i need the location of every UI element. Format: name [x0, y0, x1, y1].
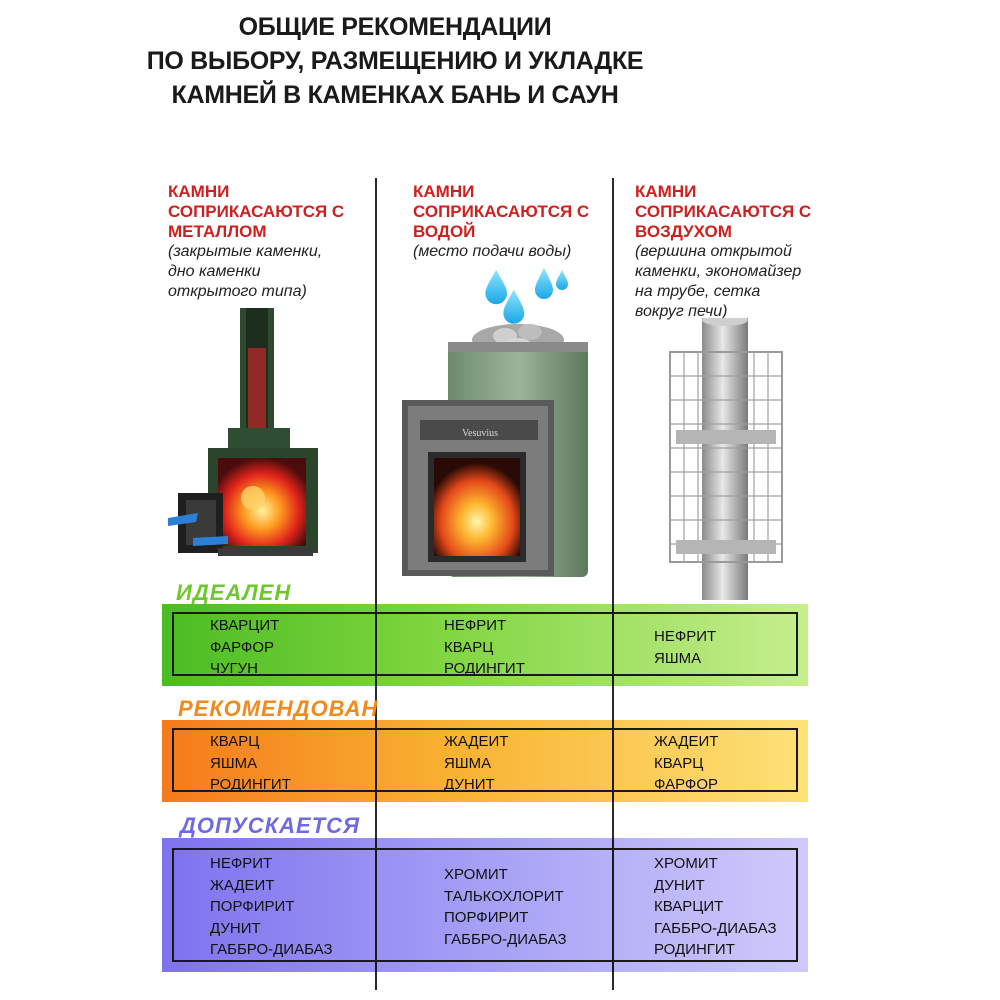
- heading-note: (место подачи воды): [413, 243, 572, 260]
- stone-name: КВАРЦИТ: [654, 898, 724, 915]
- stone-list-water: НЕФРИТ КВАРЦ РОДИНГИТ: [444, 615, 525, 680]
- heading-line: КАМНИ: [168, 182, 230, 201]
- band-separator: [375, 604, 377, 686]
- stone-name: ДУНИТ: [654, 876, 705, 894]
- stone-name: ТАЛЬКОХЛОРИТ: [444, 887, 564, 905]
- stone-name: КВАРЦ: [210, 733, 260, 750]
- closed-stove-illustration: [168, 308, 318, 556]
- stone-name: КВАРЦ: [444, 638, 494, 656]
- stone-name: ЧУГУН: [210, 660, 259, 677]
- band-separator: [612, 604, 614, 686]
- heading-note: дно каменки: [168, 263, 261, 280]
- stone-name: ХРОМИТ: [444, 866, 508, 883]
- column-divider-1: [375, 178, 377, 990]
- stone-name: ПОРФИРИТ: [444, 909, 529, 926]
- title-line-3: КАМНЕЙ В КАМЕНКАХ БАНЬ И САУН: [171, 81, 619, 109]
- stone-list-air: ЖАДЕИТ КВАРЦ ФАРФОР: [654, 731, 718, 796]
- stone-name: РОДИНГИТ: [654, 941, 735, 958]
- stone-name: ФАРФОР: [210, 638, 274, 656]
- heading-note: (вершина открытой: [635, 243, 792, 260]
- mesh-chimney-illustration: [669, 318, 783, 600]
- band-separator: [375, 720, 377, 802]
- category-label-recommended: РЕКОМЕНДОВАН: [178, 696, 379, 721]
- stone-list-metal: НЕФРИТ ЖАДЕИТ ПОРФИРИТ ДУНИТ ГАББРО-ДИАБ…: [210, 853, 333, 961]
- stone-name: НЕФРИТ: [654, 628, 717, 645]
- title-line-2: ПО ВЫБОРУ, РАЗМЕЩЕНИЮ И УКЛАДКЕ: [146, 47, 644, 75]
- band-separator: [375, 838, 377, 972]
- column-heading-air: КАМНИ СОПРИКАСАЮТСЯ С ВОЗДУХОМ (вершина …: [635, 182, 845, 322]
- category-label-ideal: ИДЕАЛЕН: [176, 580, 292, 605]
- stone-name: ЯШМА: [210, 754, 258, 772]
- stone-name: ПОРФИРИТ: [210, 898, 295, 915]
- stone-name: ЖАДЕИТ: [210, 876, 275, 894]
- stone-name: ЯШМА: [444, 754, 492, 772]
- stone-list-water: ХРОМИТ ТАЛЬКОХЛОРИТ ПОРФИРИТ ГАББРО-ДИАБ…: [444, 864, 567, 950]
- title-line-1: ОБЩИЕ РЕКОМЕНДАЦИИ: [238, 13, 552, 41]
- water-drops-icon: [485, 268, 568, 324]
- band-ideal: КВАРЦИТ ФАРФОР ЧУГУН НЕФРИТ КВАРЦ РОДИНГ…: [162, 604, 808, 686]
- stone-name: ФАРФОР: [654, 776, 718, 793]
- heading-line: СОПРИКАСАЮТСЯ С: [413, 202, 590, 221]
- stone-name: КВАРЦИТ: [210, 617, 280, 634]
- heading-line: СОПРИКАСАЮТСЯ С: [168, 202, 345, 221]
- stone-list-metal: КВАРЦ ЯШМА РОДИНГИТ: [210, 731, 291, 796]
- heading-note: вокруг печи): [635, 303, 728, 320]
- stone-name: ХРОМИТ: [654, 855, 718, 872]
- stone-list-water: ЖАДЕИТ ЯШМА ДУНИТ: [444, 731, 508, 796]
- band-frame: [172, 612, 798, 676]
- band-recommended: КВАРЦ ЯШМА РОДИНГИТ ЖАДЕИТ ЯШМА ДУНИТ ЖА…: [162, 720, 808, 802]
- heading-line: ВОЗДУХОМ: [635, 222, 732, 241]
- heading-note: на трубе, сетка: [635, 283, 761, 300]
- heading-line: СОПРИКАСАЮТСЯ С: [635, 202, 812, 221]
- band-frame: [172, 728, 798, 792]
- stone-name: ГАББРО-ДИАБАЗ: [444, 930, 567, 948]
- stone-name: ЯШМА: [654, 649, 702, 667]
- band-separator: [612, 838, 614, 972]
- heading-note: каменки, экономайзер: [635, 263, 802, 280]
- stone-name: ДУНИТ: [444, 776, 495, 793]
- band-separator: [612, 720, 614, 802]
- band-allowed: НЕФРИТ ЖАДЕИТ ПОРФИРИТ ДУНИТ ГАББРО-ДИАБ…: [162, 838, 808, 972]
- stove-brand-label: Vesuvius: [462, 428, 498, 439]
- stone-name: ЖАДЕИТ: [654, 733, 719, 750]
- heading-note: (закрытые каменки,: [168, 243, 323, 260]
- stone-list-metal: КВАРЦИТ ФАРФОР ЧУГУН: [210, 615, 279, 680]
- stone-list-air: ХРОМИТ ДУНИТ КВАРЦИТ ГАББРО-ДИАБАЗ РОДИН…: [654, 853, 777, 961]
- heading-line: ВОДОЙ: [413, 222, 476, 241]
- stone-name: РОДИНГИТ: [444, 660, 525, 677]
- heading-note: открытого типа): [168, 283, 307, 300]
- stone-stove-illustration: Vesuvius: [402, 324, 588, 577]
- heading-line: КАМНИ: [635, 182, 697, 201]
- stone-name: НЕФРИТ: [444, 617, 507, 634]
- stone-name: ГАББРО-ДИАБАЗ: [210, 941, 333, 958]
- heading-line: КАМНИ: [413, 182, 475, 201]
- category-label-allowed: ДОПУСКАЕТСЯ: [180, 813, 361, 838]
- stone-name: КВАРЦ: [654, 754, 704, 772]
- stone-name: РОДИНГИТ: [210, 776, 291, 793]
- band-frame: [172, 848, 798, 962]
- column-divider-2: [612, 178, 614, 990]
- heading-line: МЕТАЛЛОМ: [168, 222, 267, 241]
- stone-list-air: НЕФРИТ ЯШМА: [654, 626, 716, 669]
- column-heading-metal: КАМНИ СОПРИКАСАЮТСЯ С МЕТАЛЛОМ (закрытые…: [168, 182, 378, 302]
- stone-name: ГАББРО-ДИАБАЗ: [654, 919, 777, 937]
- stone-name: ДУНИТ: [210, 919, 261, 937]
- stone-name: ЖАДЕИТ: [444, 733, 509, 750]
- page-title: ОБЩИЕ РЕКОМЕНДАЦИИ ПО ВЫБОРУ, РАЗМЕЩЕНИЮ…: [0, 10, 790, 112]
- column-heading-water: КАМНИ СОПРИКАСАЮТСЯ С ВОДОЙ (место подач…: [413, 182, 623, 262]
- stone-name: НЕФРИТ: [210, 855, 273, 872]
